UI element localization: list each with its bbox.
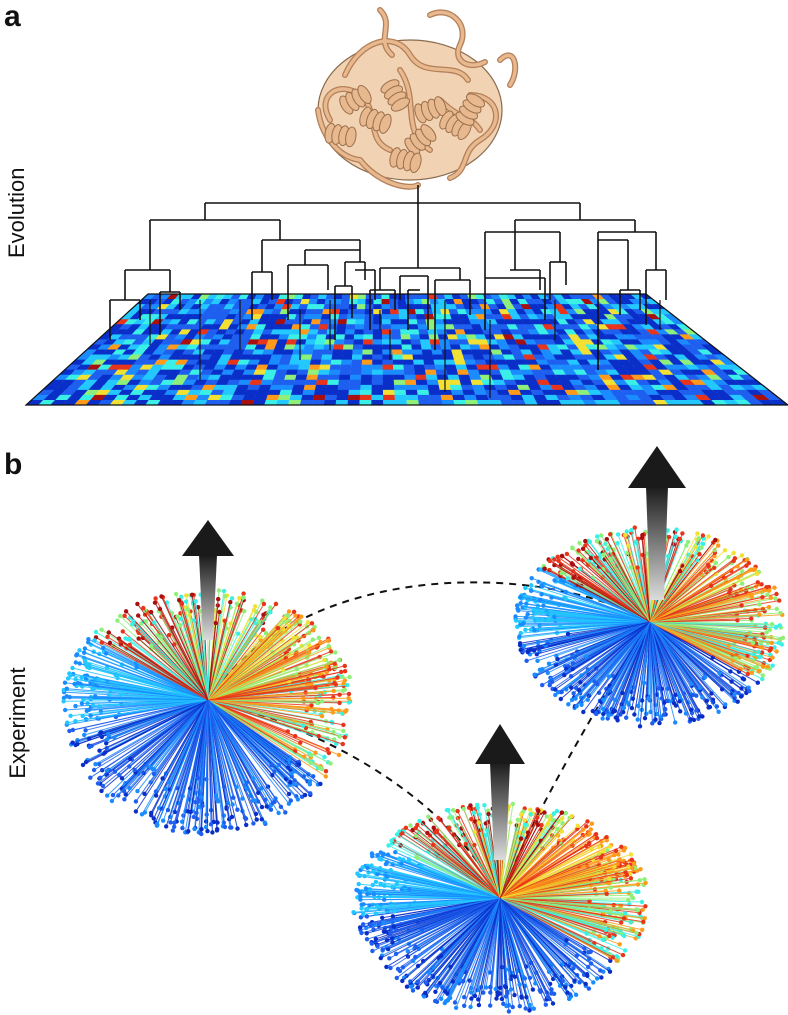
panel-b-letter: b xyxy=(4,448,23,481)
protein-structure-image xyxy=(315,7,519,190)
panel-a-letter: a xyxy=(4,0,21,33)
vector-arrow-right xyxy=(628,446,686,600)
sequence-heatmap-plane xyxy=(24,293,788,406)
phylogenetic-tree xyxy=(109,185,667,398)
direction-fan-left xyxy=(61,588,353,837)
direction-fan-right xyxy=(513,525,786,729)
vector-arrow-left xyxy=(182,520,234,640)
vector-arrow-bottom xyxy=(475,724,525,860)
